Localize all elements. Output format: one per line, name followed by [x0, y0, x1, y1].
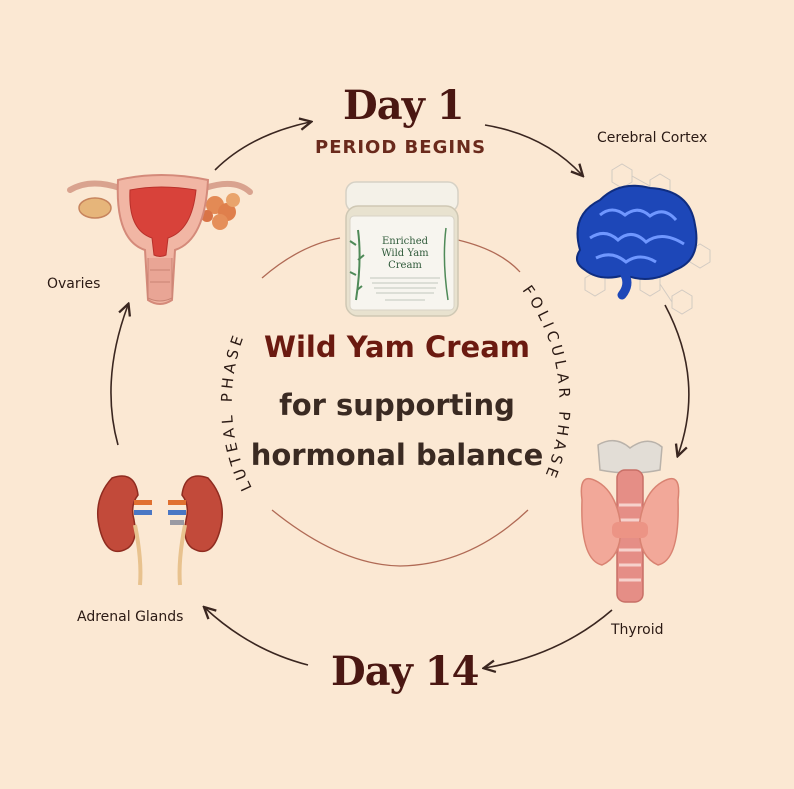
kidneys-illustration	[97, 475, 223, 586]
inner-arc-bottom	[271, 509, 529, 567]
inner-arc-top-right	[457, 239, 521, 273]
day1-title: Day 1	[343, 82, 465, 129]
product-title: Wild Yam Cream	[264, 330, 530, 364]
thyroid-illustration	[580, 439, 680, 603]
jar-label-line2: Wild Yam	[381, 248, 429, 259]
jar-label-line3: Cream	[388, 260, 422, 271]
arrow-cortex-to-thyroid	[664, 304, 690, 455]
arrow-adrenal-to-ovaries	[110, 305, 128, 446]
thyroid-label: Thyroid	[611, 622, 664, 638]
jar-label-line1: Enriched	[382, 236, 429, 247]
arrow-day14-to-adrenal	[205, 608, 309, 666]
ovary-follicles	[201, 193, 240, 230]
cream-jar-product: Enriched Wild Yam Cream	[345, 181, 459, 317]
brain-illustration	[575, 163, 711, 315]
uterus-illustration	[67, 174, 253, 305]
arrow-ovaries-to-day1	[214, 122, 310, 171]
arrow-day1-to-cortex	[484, 124, 582, 175]
cerebral-cortex-label: Cerebral Cortex	[597, 130, 708, 146]
day14-title: Day 14	[331, 648, 479, 695]
day1-subtitle: PERIOD BEGINS	[315, 137, 487, 158]
ovaries-label: Ovaries	[47, 276, 101, 292]
adrenal-glands-label: Adrenal Glands	[77, 609, 184, 625]
arrow-thyroid-to-day14	[485, 609, 613, 668]
tagline-line2: hormonal balance	[250, 438, 544, 472]
tagline-line1: for supporting	[279, 388, 515, 422]
inner-arc-top	[261, 237, 341, 279]
